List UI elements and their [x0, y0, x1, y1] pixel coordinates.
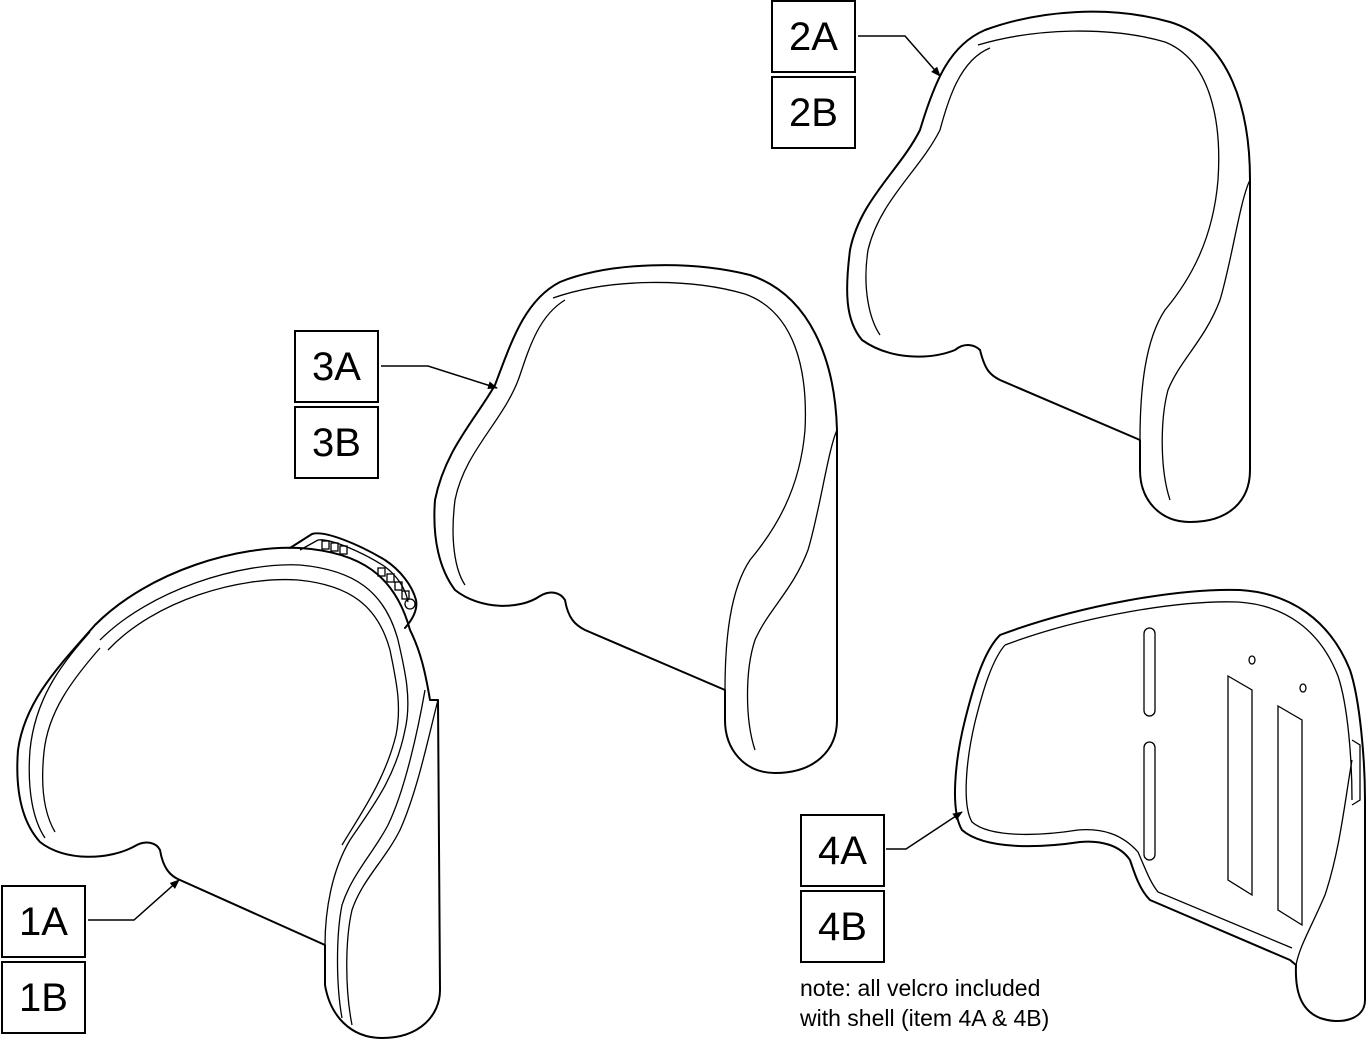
headrest-pad-part-3 [433, 264, 838, 774]
callout-4a: 4A [800, 814, 885, 887]
headrest-pad-part-1 [16, 532, 441, 1039]
note-line-1: note: all velcro included [800, 975, 1041, 1001]
headrest-pad-part-2 [846, 10, 1251, 523]
callout-1b: 1B [1, 961, 86, 1034]
callout-2a: 2A [771, 0, 856, 73]
callout-2b: 2B [771, 76, 856, 149]
leader-line-4a [886, 811, 963, 850]
leader-line-1a [88, 879, 180, 921]
callout-4b: 4B [800, 890, 885, 963]
callout-3a: 3A [294, 330, 379, 403]
leader-line-2a [858, 35, 941, 77]
note-line-2: with shell (item 4A & 4B) [800, 1005, 1050, 1031]
velcro-note: note: all velcro included with shell (it… [800, 973, 1049, 1033]
callout-3b: 3B [294, 406, 379, 479]
shell-part-4 [954, 588, 1366, 1022]
callout-1a: 1A [1, 885, 86, 958]
leader-line-3a [381, 365, 498, 390]
